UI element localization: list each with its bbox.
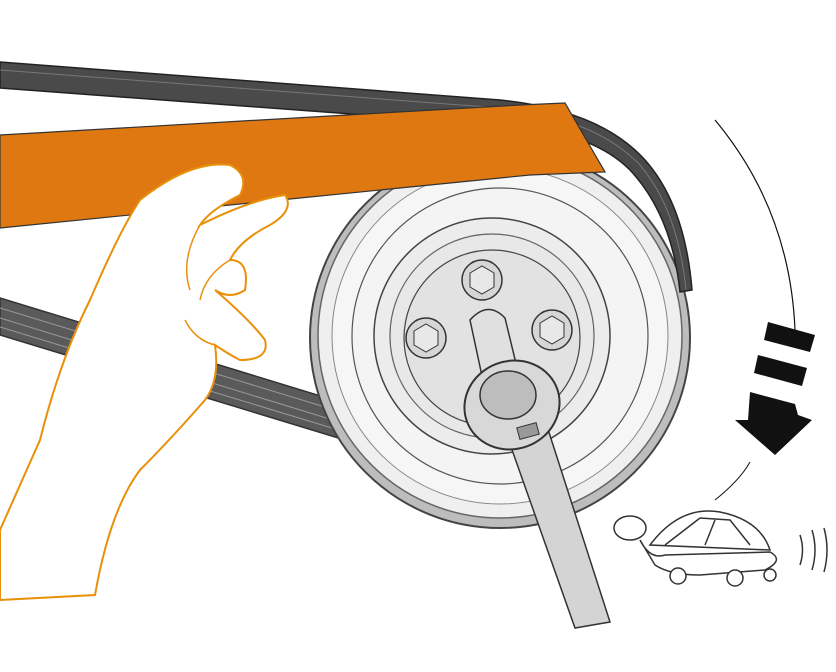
hand xyxy=(0,163,289,602)
bolt-top xyxy=(461,259,503,301)
bolt-left xyxy=(405,317,447,359)
rotation-indicator xyxy=(714,119,815,501)
bolt-right xyxy=(531,309,573,351)
bolts xyxy=(405,259,573,359)
turtle-icon xyxy=(613,510,828,587)
curved-arrow-down-icon xyxy=(735,322,815,455)
wrench xyxy=(463,308,611,629)
